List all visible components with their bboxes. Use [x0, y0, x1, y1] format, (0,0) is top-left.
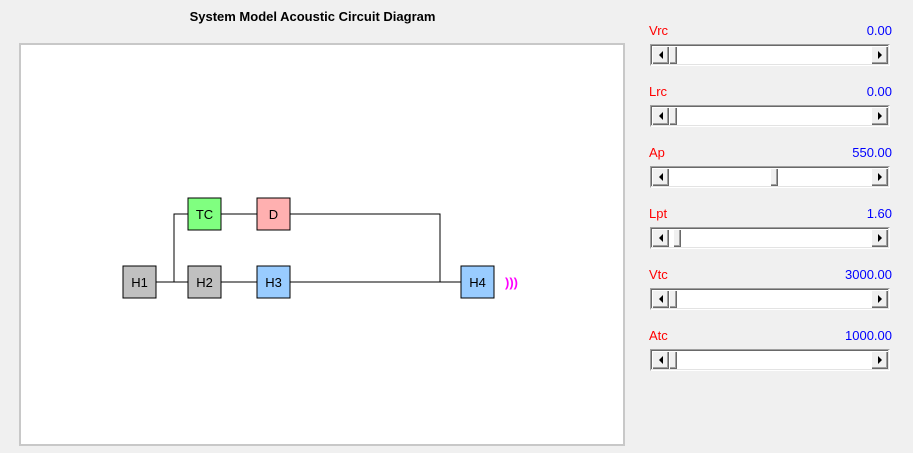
control-label: Vrc	[649, 23, 669, 38]
block-h1[interactable]: H1	[122, 265, 157, 299]
scroll-right-button[interactable]	[871, 46, 888, 64]
control-value: 0.00	[866, 23, 892, 38]
control-atc: Atc 1000.00	[647, 328, 892, 389]
arrow-left-icon	[658, 173, 663, 181]
block-h3-label: H3	[265, 275, 282, 290]
control-ap: Ap 550.00	[647, 145, 892, 206]
block-h2-label: H2	[196, 275, 213, 290]
scroll-left-button[interactable]	[652, 351, 669, 369]
scroll-thumb[interactable]	[669, 46, 677, 64]
control-value: 1.60	[866, 206, 892, 221]
circuit-diagram: H1 H2 H3 H4 TC D )))	[122, 197, 518, 299]
block-tc[interactable]: TC	[187, 197, 222, 231]
circuit-wires	[156, 213, 461, 283]
scroll-right-button[interactable]	[871, 168, 888, 186]
arrow-right-icon	[877, 173, 882, 181]
wire-junction-tc	[173, 213, 188, 282]
diagram-panel: H1 H2 H3 H4 TC D )))	[19, 43, 625, 446]
arrow-left-icon	[658, 51, 663, 59]
block-h2[interactable]: H2	[187, 265, 222, 299]
arrow-left-icon	[658, 234, 663, 242]
arrow-left-icon	[658, 295, 663, 303]
scroll-thumb[interactable]	[669, 290, 677, 308]
diagram-title: System Model Acoustic Circuit Diagram	[189, 9, 436, 24]
block-d[interactable]: D	[256, 197, 291, 231]
control-vrc: Vrc 0.00	[647, 23, 892, 84]
scroll-thumb[interactable]	[669, 107, 677, 125]
arrow-right-icon	[877, 234, 882, 242]
atc-scrollbar[interactable]	[650, 349, 890, 371]
arrow-right-icon	[877, 356, 882, 364]
scroll-left-button[interactable]	[652, 168, 669, 186]
arrow-right-icon	[877, 112, 882, 120]
controls-panel: Vrc 0.00 Lrc 0.00 Ap 550.00	[647, 23, 892, 389]
scroll-right-button[interactable]	[871, 229, 888, 247]
control-lrc: Lrc 0.00	[647, 84, 892, 145]
control-value: 1000.00	[845, 328, 892, 343]
control-label: Lrc	[649, 84, 668, 99]
sound-waves-icon: )))	[505, 275, 518, 290]
scroll-left-button[interactable]	[652, 290, 669, 308]
wire-d-h4	[290, 213, 441, 282]
control-label: Atc	[649, 328, 668, 343]
control-value: 3000.00	[845, 267, 892, 282]
arrow-left-icon	[658, 356, 663, 364]
block-d-label: D	[269, 207, 278, 222]
vtc-scrollbar[interactable]	[650, 288, 890, 310]
control-vtc: Vtc 3000.00	[647, 267, 892, 328]
scroll-left-button[interactable]	[652, 107, 669, 125]
block-h4[interactable]: H4	[460, 265, 495, 299]
control-label: Vtc	[649, 267, 668, 282]
control-lpt: Lpt 1.60	[647, 206, 892, 267]
scroll-right-button[interactable]	[871, 107, 888, 125]
control-label: Lpt	[649, 206, 668, 221]
vrc-scrollbar[interactable]	[650, 44, 890, 66]
lpt-scrollbar[interactable]	[650, 227, 890, 249]
scroll-thumb[interactable]	[769, 168, 778, 186]
lrc-scrollbar[interactable]	[650, 105, 890, 127]
control-value: 550.00	[852, 145, 892, 160]
control-value: 0.00	[866, 84, 892, 99]
arrow-right-icon	[877, 295, 882, 303]
scroll-thumb[interactable]	[672, 229, 681, 247]
control-label: Ap	[649, 145, 665, 160]
ap-scrollbar[interactable]	[650, 166, 890, 188]
scroll-right-button[interactable]	[871, 290, 888, 308]
scroll-thumb[interactable]	[669, 351, 677, 369]
scroll-right-button[interactable]	[871, 351, 888, 369]
block-h1-label: H1	[131, 275, 148, 290]
arrow-left-icon	[658, 112, 663, 120]
scroll-left-button[interactable]	[652, 46, 669, 64]
block-tc-label: TC	[196, 207, 213, 222]
block-h3[interactable]: H3	[256, 265, 291, 299]
block-h4-label: H4	[469, 275, 486, 290]
arrow-right-icon	[877, 51, 882, 59]
scroll-left-button[interactable]	[652, 229, 669, 247]
